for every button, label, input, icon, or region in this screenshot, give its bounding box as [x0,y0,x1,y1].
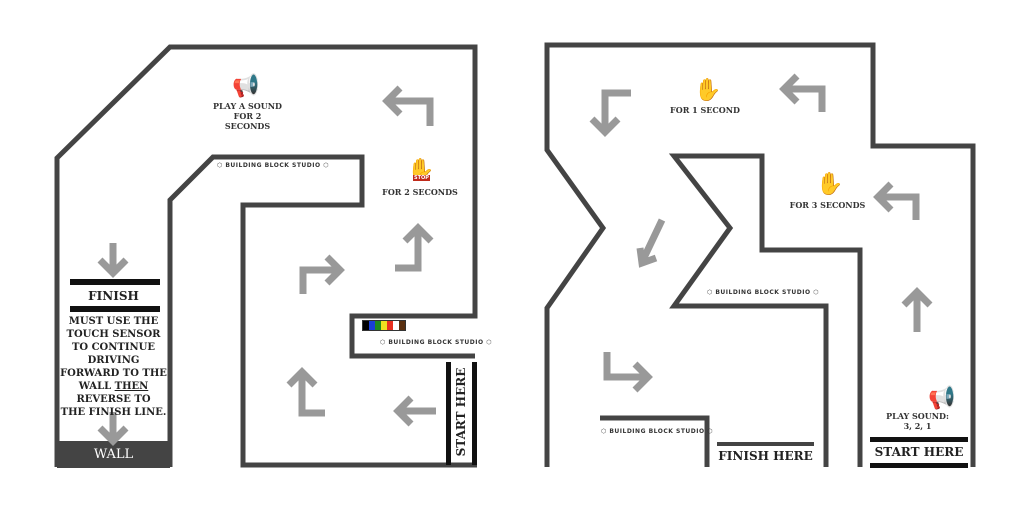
megaphone-icon: 📢 [232,74,260,99]
sound-label-line: PLAY A SOUND [213,101,282,111]
instruction-line: TOUCH SENSOR [66,329,161,340]
stop-sign-text: STOP [413,175,430,181]
logo: ⬡ BUILDING BLOCK STUDIO ⬡ [601,428,713,435]
color-swatch [381,321,387,330]
instruction-line: FORWARD TO THE [60,368,167,379]
instruction-line: THE FINISH LINE. [60,407,167,418]
arrow-down-icon [97,412,129,446]
wall-block [57,441,170,468]
start-line [870,463,968,468]
color-calibration-strip [362,320,406,331]
left-inner-wall [167,154,477,468]
finish-label: FINISH HERE [718,449,813,463]
instruction-line: REVERSE TO [76,394,151,405]
instruction-line: TO CONTINUE [71,342,156,353]
color-swatch [375,321,381,330]
instructions: MUST USE THE TOUCH SENSOR TO CONTINUE DR… [57,315,170,419]
color-swatch [369,321,375,330]
logo-text: BUILDING BLOCK STUDIO [609,428,705,435]
sound-label: PLAY SOUND:3, 2, 1 [880,411,955,431]
stop-hand-icon: ✋ [816,172,844,197]
right-bottom-wall [600,415,710,467]
color-swatch [399,321,405,330]
right-inner-wall [668,153,863,467]
logo: ⬡ BUILDING BLOCK STUDIO ⬡ [707,289,819,296]
arrow-diagonal-down-icon [636,218,666,268]
start-label: START HERE [874,445,964,459]
arrow-down-icon [97,243,129,278]
finish-label: FINISH [88,289,139,303]
instruction-line: WALL [78,381,112,392]
instruction-line: MUST USE THE [68,316,159,327]
sound-label-line: PLAY SOUND: [886,411,949,421]
arrow-turn-left-icon [873,181,920,220]
color-swatch [387,321,393,330]
instruction-line: DRIVING [87,355,140,366]
start-line [472,362,477,465]
start-line [870,437,968,442]
logo-text: BUILDING BLOCK STUDIO [225,162,321,169]
stop-label: FOR 1 SECOND [670,105,740,115]
arrow-turn-left-icon [382,85,434,126]
start-label: START HERE [454,367,468,457]
logo: ⬡ BUILDING BLOCK STUDIO ⬡ [380,339,492,346]
arrow-turn-down-icon [589,89,631,137]
arrow-turn-left-icon [779,73,826,112]
right-outer-wall [544,42,976,467]
sound-label-line: 3, 2, 1 [903,421,932,431]
arrow-turn-right-icon [603,352,653,393]
wall-label: WALL [93,447,134,462]
logo: ⬡ BUILDING BLOCK STUDIO ⬡ [217,162,329,169]
finish-line [70,279,160,285]
arrow-turn-up-icon [286,367,325,417]
stop-label: FOR 3 SECONDS [789,200,866,210]
arrow-turn-up-icon [395,223,434,272]
arrow-turn-right-icon [299,254,345,294]
left-outer-wall [54,44,478,467]
start-line [446,362,451,465]
stop-label: FOR 2 SECONDS [382,187,458,197]
finish-line [717,442,814,446]
logo-text: BUILDING BLOCK STUDIO [388,339,484,346]
stop-hand-icon: ✋ [694,78,722,103]
color-swatch [363,321,369,330]
logo-text: BUILDING BLOCK STUDIO [715,289,811,296]
sound-label-line: FOR 2 SECONDS [224,111,271,131]
finish-line [70,306,160,312]
instruction-emphasis: THEN [114,381,149,392]
arrow-up-icon [901,287,933,332]
megaphone-icon: 📢 [928,386,956,411]
color-swatch [393,321,399,330]
arrow-left-icon [393,395,436,427]
